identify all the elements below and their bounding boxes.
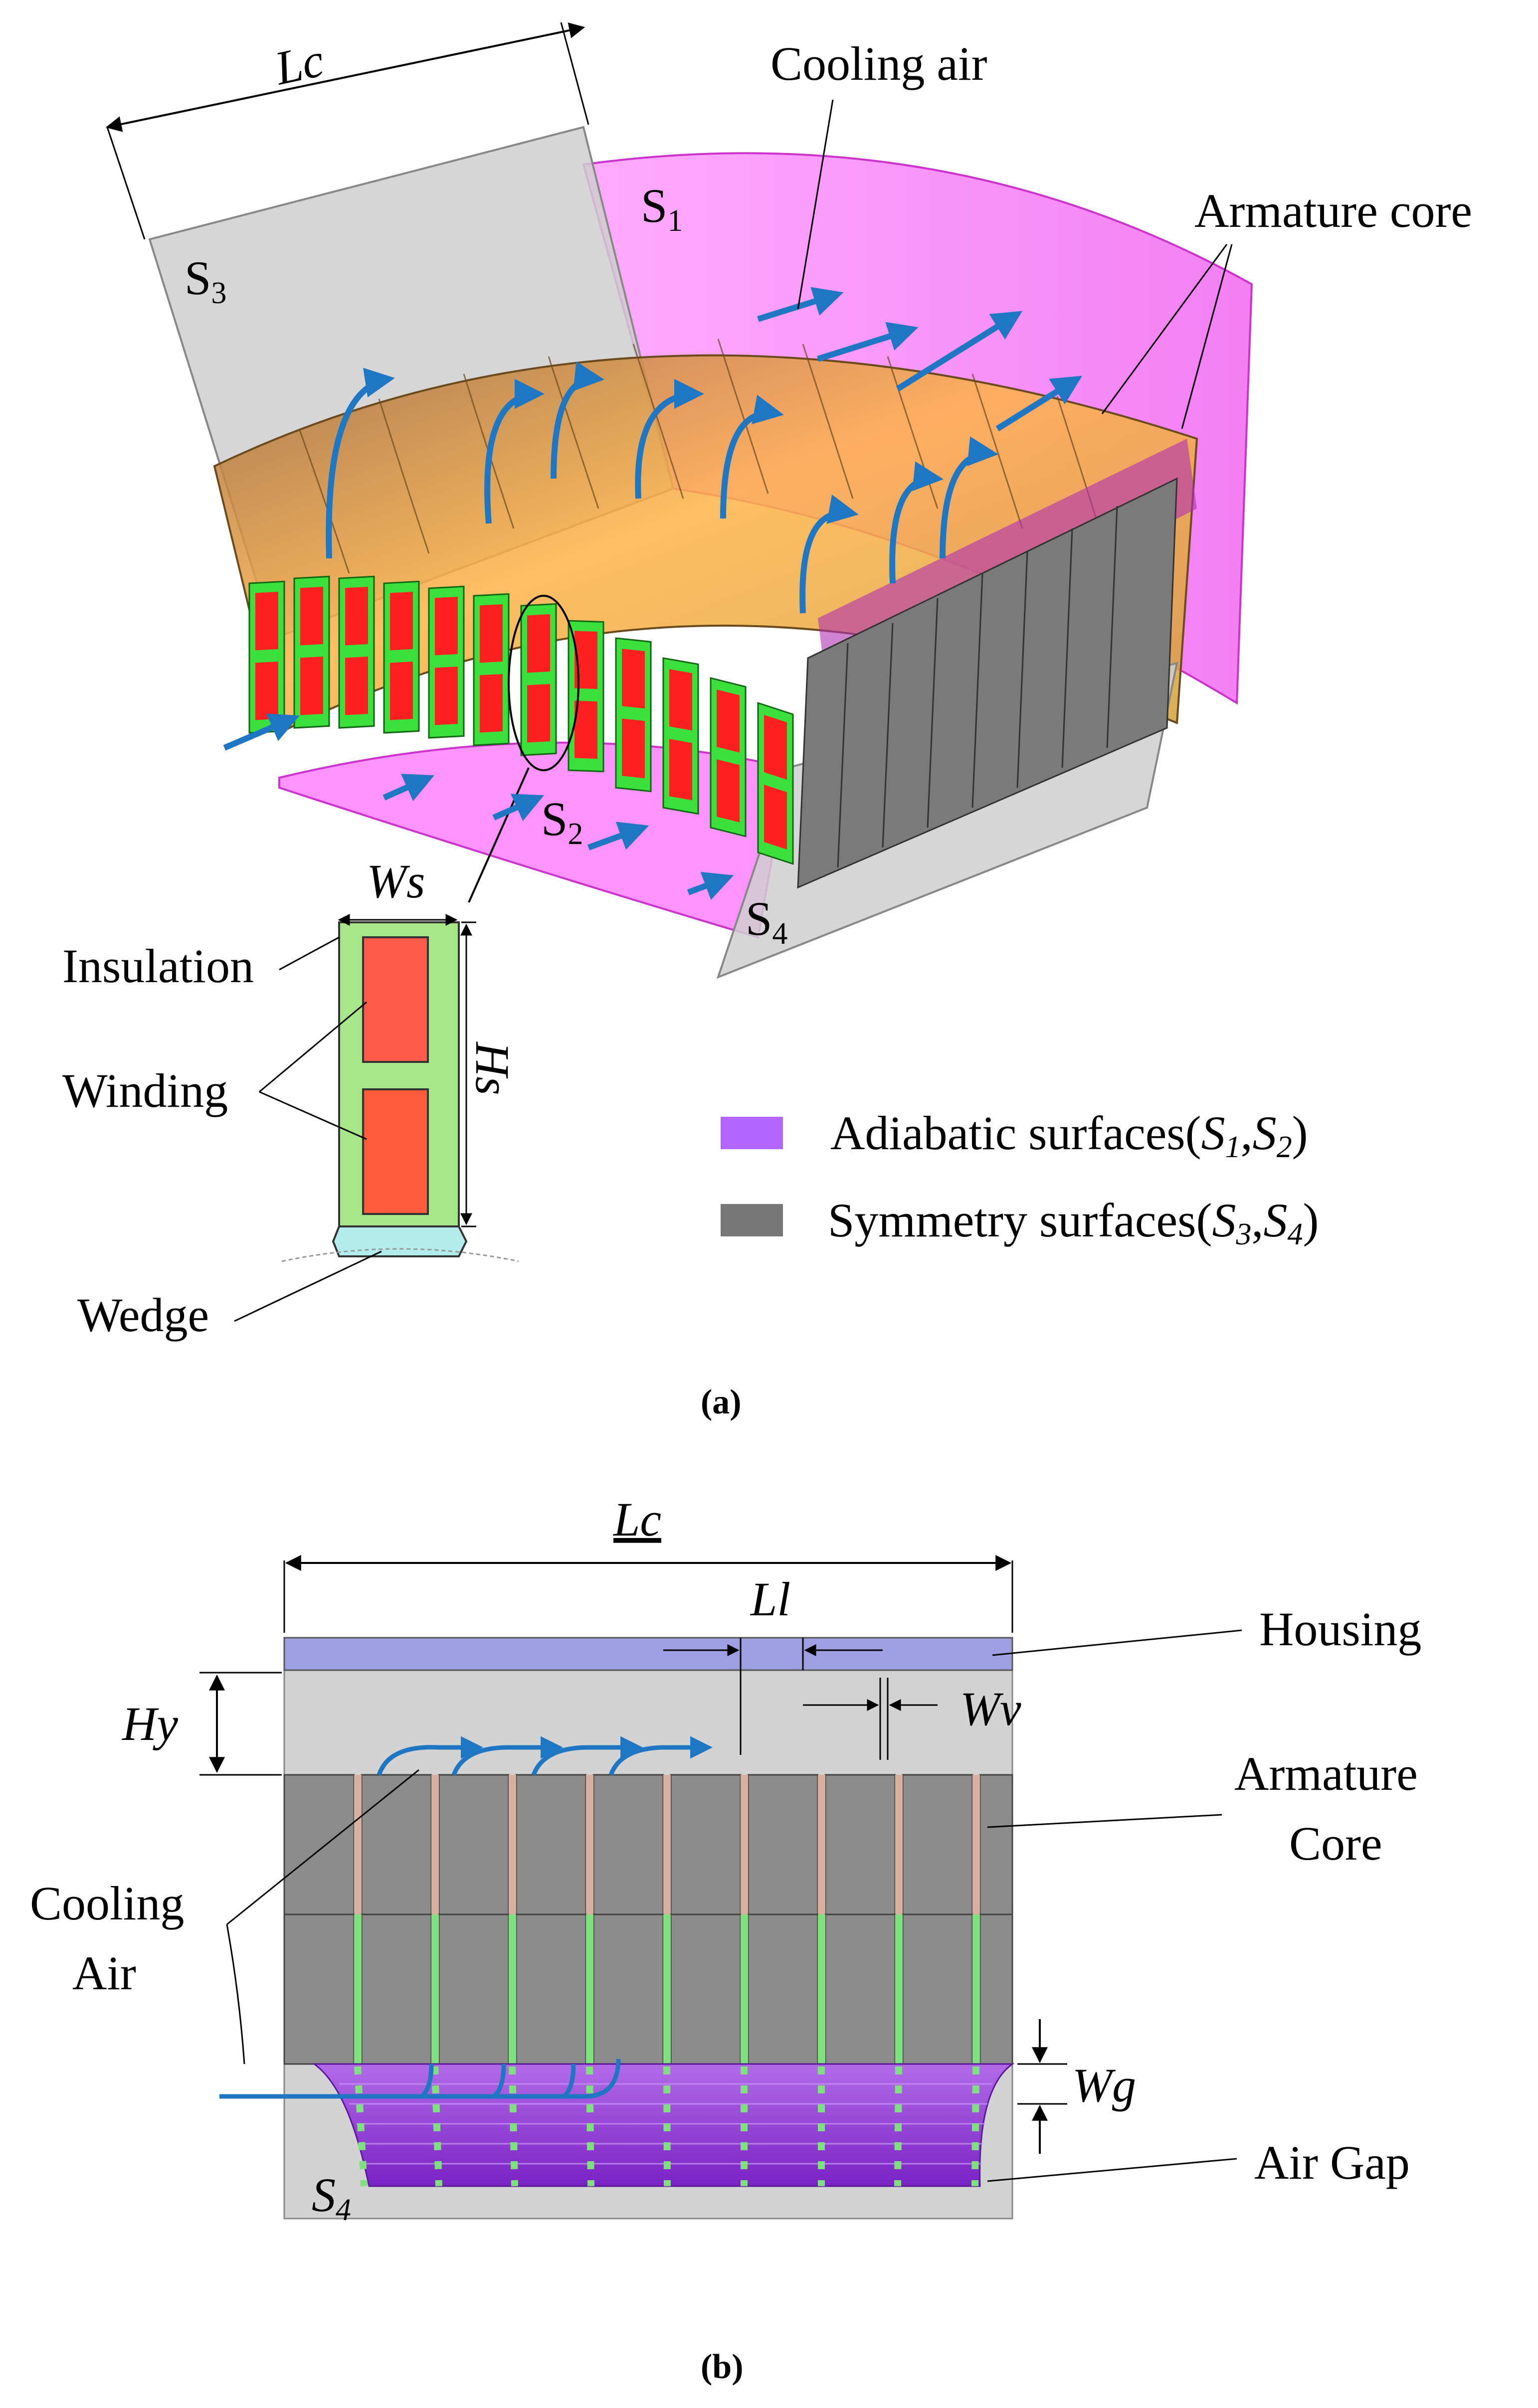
air-gap-dashes [354, 2066, 979, 2187]
core-teeth-row-bottom [283, 1913, 1013, 2065]
slot [710, 677, 747, 838]
legend-label-symmetry: Symmetry surfaces(S3,S4) [828, 1194, 1319, 1251]
lc-label-a: Lc [269, 33, 328, 95]
air-gap-region [312, 2063, 1015, 2187]
armature-core-leader-1 [1101, 244, 1228, 414]
label-s1: S1 [641, 179, 683, 238]
housing-leader [992, 1629, 1242, 1656]
dimension-wg: Wg [1017, 2019, 1136, 2154]
dimension-lc-a: Lc [105, 22, 589, 240]
slot-wedge [332, 1225, 468, 1257]
slot-winding-top [362, 936, 429, 1063]
wv-label: Wv [960, 1682, 1021, 1735]
right-core-teeth [797, 439, 1197, 889]
slot [473, 593, 510, 746]
label-s4-b: S4 [312, 2168, 351, 2227]
insulation-label: Insulation [62, 939, 254, 993]
label-s3: S3 [185, 251, 226, 310]
dimension-wv: Wv [803, 1678, 1021, 1760]
slot [293, 575, 330, 729]
slot [248, 580, 285, 734]
dimension-lc-b: Lc [283, 1493, 1013, 1633]
slot [662, 657, 699, 815]
slot [338, 575, 375, 729]
air-gap-lines [339, 2083, 992, 2165]
core-vent-gaps-top [354, 1775, 980, 1914]
label-s4: S4 [746, 892, 787, 951]
slot [383, 580, 420, 734]
housing-strip [283, 1637, 1013, 1671]
slot [520, 603, 557, 756]
legend-swatch-symmetry [721, 1204, 783, 1236]
slot [757, 702, 794, 865]
winding-label: Winding [62, 1064, 228, 1117]
legend-label-adiabatic: Adiabatic surfaces(S1,S2) [830, 1106, 1308, 1164]
air-gap-leader [987, 2158, 1237, 2182]
slot-detail: Ws Hs Insulation Winding Wedge [62, 855, 519, 1342]
slot-leader [468, 767, 530, 903]
ws-label: Ws [367, 855, 425, 908]
slot-winding-bottom [362, 1088, 429, 1215]
dimension-hy: Hy [121, 1672, 282, 1776]
core-teeth-row-top [283, 1774, 1013, 1915]
cooling-air-label-a: Cooling air [770, 37, 987, 90]
cooling-air-label-b-1: Cooling [30, 1877, 184, 1930]
panel-b: Lc Ll Wv Hy [30, 1493, 1421, 2386]
hy-label: Hy [121, 1697, 178, 1750]
hs-label: Hs [466, 1041, 519, 1095]
bore-arc [281, 1248, 519, 1262]
caption-b: (b) [701, 2348, 744, 2386]
legend-item-symmetry: Symmetry surfaces(S3,S4) [721, 1194, 1319, 1251]
legend-item-adiabatic: Adiabatic surfaces(S1,S2) [721, 1106, 1308, 1164]
wg-label: Wg [1072, 2059, 1136, 2112]
ll-label: Ll [750, 1572, 790, 1626]
legend-swatch-adiabatic [721, 1117, 783, 1149]
armature-core-leader-b [987, 1814, 1222, 1828]
legend: Adiabatic surfaces(S1,S2) Symmetry surfa… [721, 1106, 1319, 1251]
cooling-air-leader-b [226, 1769, 419, 2064]
cooling-air-arrows-b [219, 1736, 713, 2099]
lc-label-b: Lc [612, 1493, 661, 1546]
armature-core-label-a: Armature core [1194, 184, 1472, 237]
cooling-air-leader-a [797, 99, 834, 310]
slot [428, 585, 465, 739]
core-vent-gaps-bottom [354, 1914, 980, 2064]
slot-highlight-ellipse [508, 595, 579, 771]
armature-core-label-b-1: Armature [1234, 1747, 1418, 1800]
label-s2: S2 [541, 792, 583, 851]
air-gap-label: Air Gap [1254, 2136, 1410, 2189]
housing-label: Housing [1259, 1602, 1421, 1656]
cooling-air-label-b-2: Air [72, 1946, 136, 2000]
slot [568, 620, 604, 772]
cooling-air-arrows-a [223, 287, 1083, 900]
slot [615, 637, 652, 793]
panel-a: Lc S1 S3 S2 S4 Cooling air Armature core… [62, 22, 1472, 1421]
wedge-label: Wedge [77, 1288, 209, 1342]
caption-a: (a) [701, 1383, 742, 1421]
armature-core-label-b-2: Core [1289, 1817, 1382, 1870]
dimension-ll: Ll [663, 1572, 883, 1755]
armature-core-leader-2 [1181, 244, 1233, 429]
